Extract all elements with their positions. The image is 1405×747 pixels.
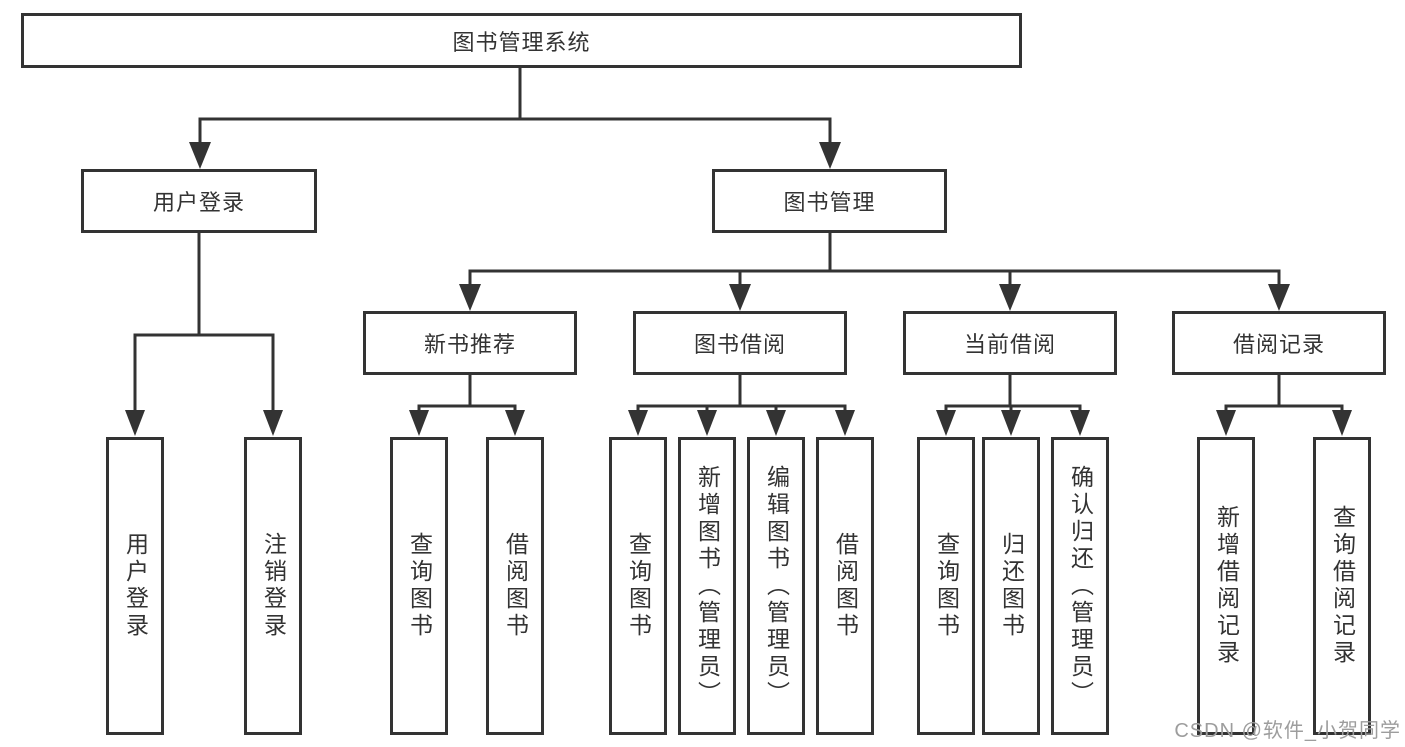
node-root: 图书管理系统 <box>21 13 1022 68</box>
node-records-query-record-label: 查询借阅记录 <box>1329 505 1356 667</box>
node-logout-label: 注销登录 <box>260 532 287 640</box>
node-book-management-label: 图书管理 <box>783 190 876 215</box>
node-borrow-borrow-books-label: 借阅图书 <box>832 532 859 640</box>
node-records-query-record: 查询借阅记录 <box>1313 437 1371 735</box>
node-borrow-edit-books-admin-label: 编辑图书（管理员） <box>763 464 790 708</box>
node-user-login-label: 用户登录 <box>152 190 245 215</box>
node-login-label: 用户登录 <box>122 532 149 640</box>
node-book-management: 图书管理 <box>712 169 947 233</box>
node-current-borrow: 当前借阅 <box>903 311 1117 375</box>
node-borrow-records: 借阅记录 <box>1172 311 1386 375</box>
node-records-add-record: 新增借阅记录 <box>1197 437 1255 735</box>
node-user-login: 用户登录 <box>81 169 317 233</box>
node-new-book-recommend: 新书推荐 <box>363 311 577 375</box>
node-recommend-query-books-label: 查询图书 <box>406 532 433 640</box>
node-current-confirm-return-admin: 确认归还（管理员） <box>1051 437 1109 735</box>
node-borrow-query-books-label: 查询图书 <box>625 532 652 640</box>
node-current-return-books: 归还图书 <box>982 437 1040 735</box>
node-borrow-edit-books-admin: 编辑图书（管理员） <box>747 437 805 735</box>
node-recommend-borrow-books: 借阅图书 <box>486 437 544 735</box>
node-borrow-add-books-admin-label: 新增图书（管理员） <box>694 464 721 708</box>
node-borrow-add-books-admin: 新增图书（管理员） <box>678 437 736 735</box>
node-borrow-borrow-books: 借阅图书 <box>816 437 874 735</box>
node-root-label: 图书管理系统 <box>452 29 591 55</box>
node-book-borrow-label: 图书借阅 <box>693 332 786 357</box>
node-borrow-query-books: 查询图书 <box>609 437 667 735</box>
node-current-query-books: 查询图书 <box>917 437 975 735</box>
node-current-borrow-label: 当前借阅 <box>963 332 1056 357</box>
node-recommend-borrow-books-label: 借阅图书 <box>502 532 529 640</box>
node-current-return-books-label: 归还图书 <box>998 532 1025 640</box>
node-borrow-records-label: 借阅记录 <box>1232 332 1325 357</box>
node-logout: 注销登录 <box>244 437 302 735</box>
node-book-borrow: 图书借阅 <box>633 311 847 375</box>
node-current-confirm-return-admin-label: 确认归还（管理员） <box>1067 464 1094 708</box>
node-recommend-query-books: 查询图书 <box>390 437 448 735</box>
csdn-watermark: CSDN @软件_小贺同学 <box>1174 720 1401 742</box>
node-records-add-record-label: 新增借阅记录 <box>1213 505 1240 667</box>
node-new-book-recommend-label: 新书推荐 <box>423 332 516 357</box>
node-login: 用户登录 <box>106 437 164 735</box>
node-current-query-books-label: 查询图书 <box>933 532 960 640</box>
